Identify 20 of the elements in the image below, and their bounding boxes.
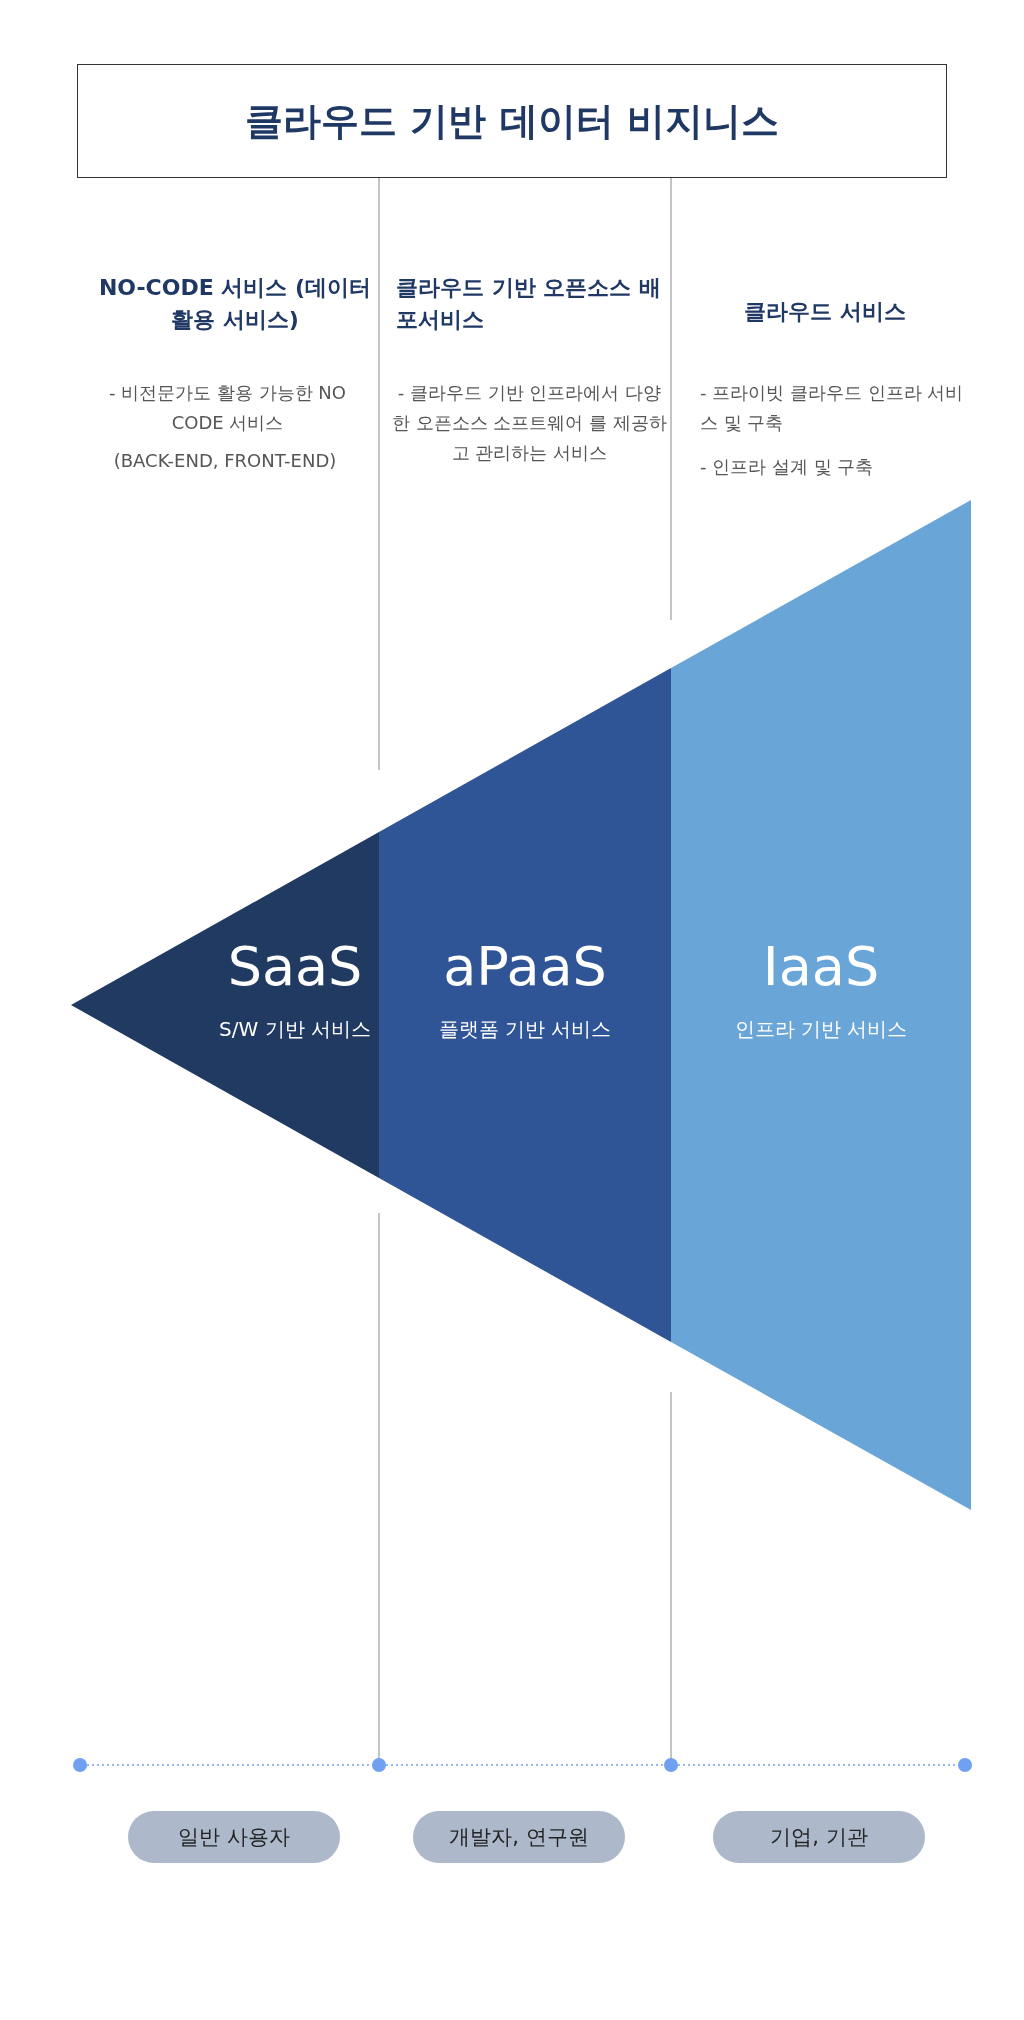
column-heading: 클라우드 서비스 — [743, 298, 907, 326]
segment-title: aPaaS — [442, 934, 608, 1000]
audience-pill: 개발자, 연구원 — [413, 1811, 625, 1863]
title-box — [77, 64, 947, 178]
audience-pill: 일반 사용자 — [128, 1811, 340, 1863]
segment-title: SaaS — [226, 934, 364, 1000]
segment-title: IaaS — [761, 934, 881, 1000]
column-heading: NO-CODE 서비스 (데이터 활용 서비스) — [97, 274, 373, 334]
segment-subtitle: 플랫폼 기반 서비스 — [437, 1016, 613, 1043]
description-text: - 비전문가도 활용 가능한 NO CODE 서비스 — [108, 381, 347, 435]
description-text: - 인프라 설계 및 구축 — [700, 455, 875, 479]
title-text: 클라우드 기반 데이터 비지니스 — [245, 97, 779, 145]
description-text: (BACK-END, FRONT-END) — [112, 449, 338, 473]
column-heading: 클라우드 기반 오픈소스 배포서비스 — [396, 274, 662, 334]
audience-pill: 기업, 기관 — [713, 1811, 925, 1863]
segment-subtitle: S/W 기반 서비스 — [218, 1016, 372, 1043]
description-text: - 클라우드 기반 인프라에서 다양한 오픈소스 소프트웨어 를 제공하고 관리하는 서비스 — [392, 381, 667, 465]
segment-subtitle: 인프라 기반 서비스 — [733, 1016, 909, 1043]
description-text: - 프라이빗 클라우드 인프라 서비스 및 구축 — [700, 381, 965, 435]
dotted-line — [385, 1764, 665, 1766]
